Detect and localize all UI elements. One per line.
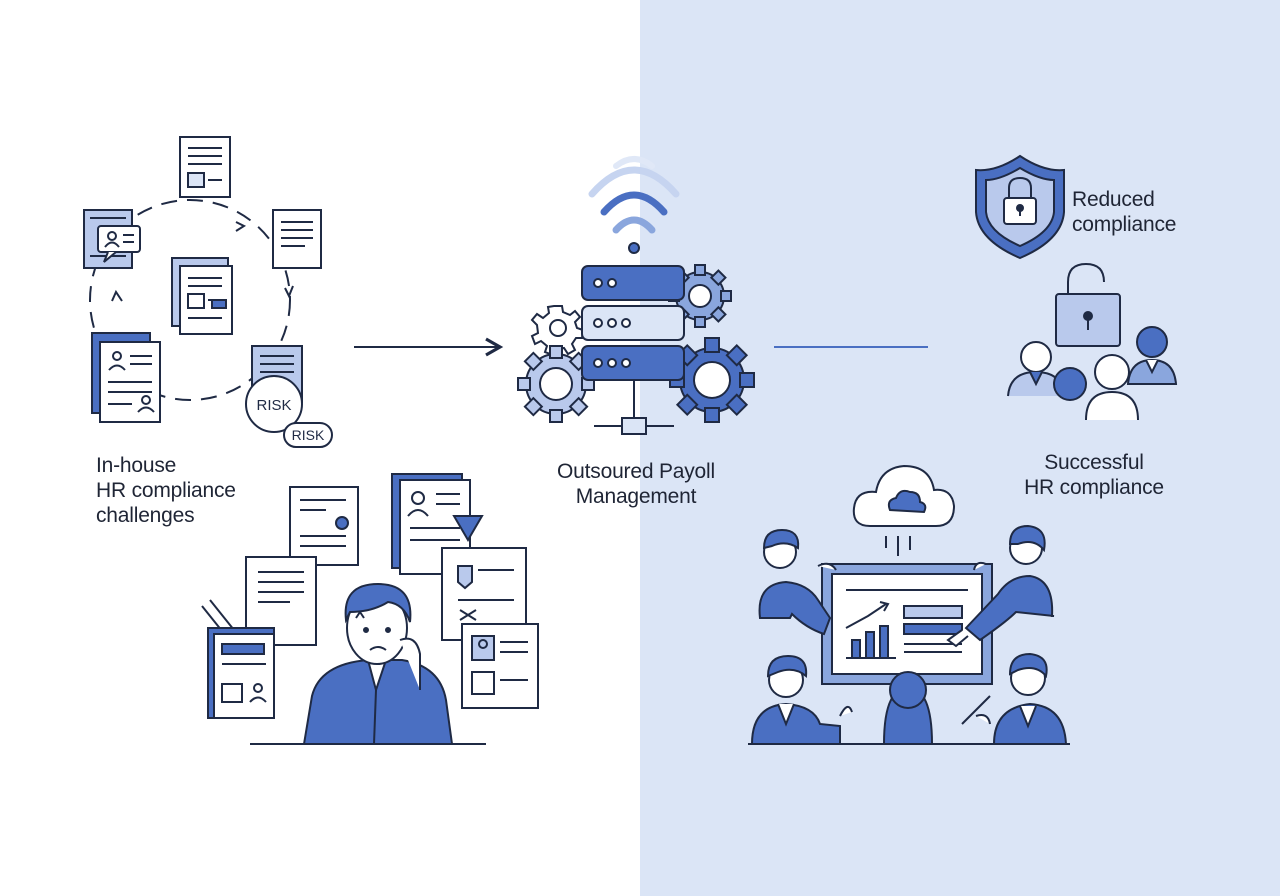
document-right-icon bbox=[272, 209, 322, 269]
person-icon bbox=[750, 654, 853, 745]
person-icon bbox=[946, 524, 1055, 648]
document-center-icon bbox=[171, 257, 233, 335]
document-icon bbox=[245, 556, 317, 646]
successful-compliance-label: Successful HR compliance bbox=[1024, 451, 1164, 499]
document-icon bbox=[441, 515, 527, 641]
cycle-arrow-icon bbox=[235, 221, 247, 232]
risk-badge-label: RISK bbox=[256, 397, 291, 414]
in-house-challenges-label: In-house HR compliance challenges bbox=[96, 454, 236, 527]
wifi-signal-icon bbox=[588, 156, 680, 254]
person-icon bbox=[882, 671, 934, 745]
person-icon bbox=[1085, 354, 1139, 421]
risk-badge-icon: RISK bbox=[283, 422, 333, 448]
person-icon bbox=[1126, 326, 1178, 385]
clipboard-icon bbox=[201, 599, 275, 719]
person-icon bbox=[1007, 341, 1065, 397]
team-icon bbox=[1007, 326, 1178, 421]
person-icon bbox=[1053, 367, 1087, 401]
risk-badge-label: RISK bbox=[292, 427, 325, 443]
document-icon bbox=[289, 486, 359, 566]
stressed-worker-icon bbox=[250, 582, 486, 745]
shield-lock-icon bbox=[975, 154, 1065, 260]
padlock-icon bbox=[1055, 262, 1121, 347]
outsourced-payroll-label: Outsoured Payoll Management bbox=[557, 460, 715, 508]
document-cycle-icon bbox=[83, 136, 322, 423]
cycle-arrow-icon bbox=[284, 285, 294, 299]
document-profile-icon bbox=[91, 332, 161, 423]
collaborating-team-icon bbox=[748, 524, 1070, 745]
cycle-dashed-ring bbox=[89, 199, 291, 401]
presentation-board-icon bbox=[821, 563, 993, 685]
reduced-compliance-label: Reduced compliance bbox=[1072, 188, 1177, 236]
risk-badge-icon: RISK bbox=[245, 375, 303, 433]
document-icon bbox=[461, 623, 539, 709]
paperwork-stack-icon bbox=[201, 473, 539, 719]
document-top-icon bbox=[179, 136, 231, 198]
document-chat-icon bbox=[83, 209, 141, 269]
server-stack-icon bbox=[581, 265, 685, 435]
person-icon bbox=[961, 652, 1068, 745]
cycle-arrow-icon bbox=[111, 289, 123, 302]
cloud-icon bbox=[852, 464, 956, 556]
gear-icon bbox=[517, 264, 755, 423]
right-panel-background bbox=[640, 0, 1280, 896]
person-icon bbox=[758, 528, 837, 636]
